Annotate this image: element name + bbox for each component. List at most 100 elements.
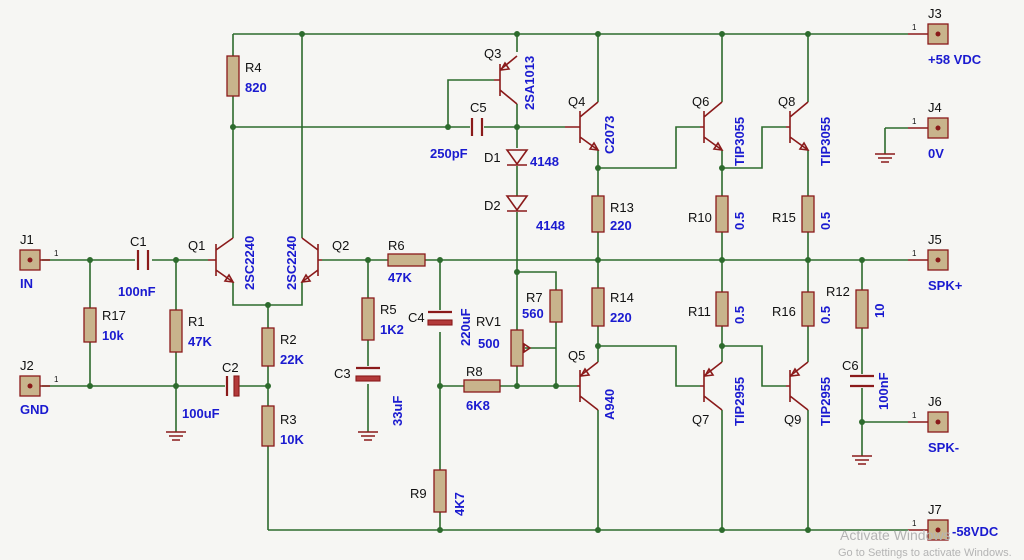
r9-value: 4K7 [452, 492, 467, 516]
j4-ref: J4 [928, 100, 942, 115]
r4-ref: R4 [245, 60, 262, 75]
r1-ref: R1 [188, 314, 205, 329]
ground-icon [358, 431, 378, 441]
r14-ref: R14 [610, 290, 634, 305]
j3-ref: J3 [928, 6, 942, 21]
r16-value: 0.5 [818, 306, 833, 324]
watermark-line2: Go to Settings to activate Windows. [838, 547, 1012, 559]
junctions [87, 31, 865, 533]
j5-pin: 1 [912, 249, 917, 258]
r12-ref: R12 [826, 284, 850, 299]
r1-value: 47K [188, 334, 212, 349]
capacitors [136, 118, 874, 397]
c6-ref: C6 [842, 358, 859, 373]
r8-ref: R8 [466, 364, 483, 379]
j4-pin: 1 [912, 117, 917, 126]
c2-ref: C2 [222, 360, 239, 375]
r6-ref: R6 [388, 238, 405, 253]
d2-part: 4148 [536, 218, 565, 233]
r8-value: 6K8 [466, 398, 490, 413]
c3-value: 33uF [390, 396, 405, 426]
r9-ref: R9 [410, 486, 427, 501]
connectors [19, 23, 949, 541]
watermark-line1: Activate Windows [840, 527, 950, 543]
c1-value: 100nF [118, 284, 156, 299]
r10-value: 0.5 [732, 212, 747, 230]
q8-ref: Q8 [778, 94, 795, 109]
r16-ref: R16 [772, 304, 796, 319]
q1-ref: Q1 [188, 238, 205, 253]
r7-ref: R7 [526, 290, 543, 305]
r3-value: 10K [280, 432, 304, 447]
q2-part: 2SC2240 [284, 236, 299, 290]
transistors [208, 55, 810, 411]
r13-ref: R13 [610, 200, 634, 215]
d1-part: 4148 [530, 154, 559, 169]
q8-part: TIP3055 [818, 117, 833, 166]
r2-value: 22K [280, 352, 304, 367]
r12-value: 10 [872, 304, 887, 318]
r3-ref: R3 [280, 412, 297, 427]
c2-value: 100uF [182, 406, 220, 421]
rv1-ref: RV1 [476, 314, 501, 329]
j1-ref: J1 [20, 232, 34, 247]
r4-value: 820 [245, 80, 267, 95]
q4-part: C2073 [602, 116, 617, 154]
q3-ref: Q3 [484, 46, 501, 61]
j1-pin: 1 [54, 249, 59, 258]
j2-name: GND [20, 402, 49, 417]
q7-ref: Q7 [692, 412, 709, 427]
r14-value: 220 [610, 310, 632, 325]
j2-ref: J2 [20, 358, 34, 373]
q6-ref: Q6 [692, 94, 709, 109]
r5-ref: R5 [380, 302, 397, 317]
j6-name: SPK- [928, 440, 959, 455]
r17-ref: R17 [102, 308, 126, 323]
c1-ref: C1 [130, 234, 147, 249]
resistors [83, 55, 869, 513]
j7-pin: 1 [912, 519, 917, 528]
c5-value: 250pF [430, 146, 468, 161]
q9-ref: Q9 [784, 412, 801, 427]
q4-ref: Q4 [568, 94, 585, 109]
ground-symbols [166, 153, 895, 465]
q7-part: TIP2955 [732, 377, 747, 426]
r2-ref: R2 [280, 332, 297, 347]
r13-value: 220 [610, 218, 632, 233]
r15-ref: R15 [772, 210, 796, 225]
j3-name: +58 VDC [928, 52, 982, 67]
j3-pin: 1 [912, 23, 917, 32]
r5-value: 1K2 [380, 322, 404, 337]
q1-part: 2SC2240 [242, 236, 257, 290]
q6-part: TIP3055 [732, 117, 747, 166]
q5-ref: Q5 [568, 348, 585, 363]
ground-icon [852, 455, 872, 465]
r6-value: 47K [388, 270, 412, 285]
r10-ref: R10 [688, 210, 712, 225]
j1-name: IN [20, 276, 33, 291]
wires [42, 33, 908, 531]
j7-name: -58VDC [952, 524, 999, 539]
d2-ref: D2 [484, 198, 501, 213]
ground-icon [166, 431, 186, 441]
j7-ref: J7 [928, 502, 942, 517]
j6-ref: J6 [928, 394, 942, 409]
c4-value: 220uF [458, 308, 473, 346]
q9-part: TIP2955 [818, 377, 833, 426]
r7-value: 560 [522, 306, 544, 321]
j5-name: SPK+ [928, 278, 963, 293]
j4-name: 0V [928, 146, 944, 161]
j6-pin: 1 [912, 411, 917, 420]
diodes [505, 149, 529, 212]
r11-value: 0.5 [732, 306, 747, 324]
q3-part: 2SA1013 [522, 56, 537, 110]
c4-ref: C4 [408, 310, 425, 325]
c5-ref: C5 [470, 100, 487, 115]
r17-value: 10k [102, 328, 124, 343]
j2-pin: 1 [54, 375, 59, 384]
r15-value: 0.5 [818, 212, 833, 230]
q2-ref: Q2 [332, 238, 349, 253]
q5-part: A940 [602, 389, 617, 420]
r11-ref: R11 [688, 304, 711, 319]
